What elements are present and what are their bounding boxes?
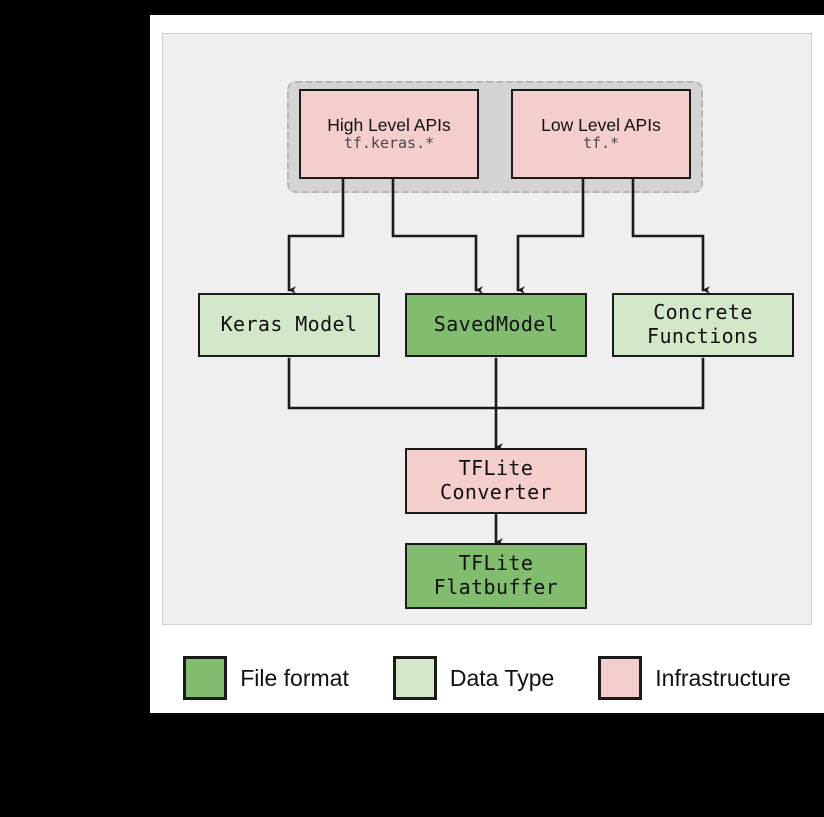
legend-item-file-format: File format [183, 656, 349, 700]
legend-swatch-file-format [183, 656, 228, 700]
node-label-line2: Flatbuffer [433, 575, 559, 599]
node-tflite-converter[interactable]: TFLite Converter [405, 448, 587, 514]
node-subtitle: tf.keras.* [343, 134, 435, 153]
legend: File format Data Type Infrastructure [150, 643, 824, 713]
node-high-level-apis[interactable]: High Level APIs tf.keras.* [299, 89, 479, 179]
node-label-line2: Converter [440, 480, 552, 504]
node-subtitle: tf.* [582, 134, 620, 153]
legend-label-data-type: Data Type [449, 664, 555, 691]
legend-swatch-data-type [392, 656, 437, 700]
legend-label-file-format: File format [240, 664, 349, 691]
node-label-line2: Functions [647, 324, 759, 348]
diagram-card: High Level APIs tf.keras.* Low Level API… [150, 15, 824, 713]
node-saved-model[interactable]: SavedModel [405, 293, 587, 357]
legend-swatch-infrastructure [598, 656, 643, 700]
legend-label-infrastructure: Infrastructure [655, 664, 791, 691]
node-title: Low Level APIs [541, 114, 661, 135]
node-concrete-functions[interactable]: Concrete Functions [612, 293, 794, 357]
node-keras-model[interactable]: Keras Model [198, 293, 380, 357]
diagram-panel: High Level APIs tf.keras.* Low Level API… [162, 33, 812, 625]
legend-item-infrastructure: Infrastructure [598, 656, 791, 700]
node-title: High Level APIs [327, 114, 451, 135]
node-label-line1: Concrete [653, 300, 753, 325]
node-low-level-apis[interactable]: Low Level APIs tf.* [511, 89, 691, 179]
node-label: Keras Model [220, 312, 358, 337]
node-label-line1: TFLite [458, 456, 534, 481]
node-label: SavedModel [433, 312, 559, 337]
node-tflite-flatbuffer[interactable]: TFLite Flatbuffer [405, 543, 587, 609]
legend-item-data-type: Data Type [392, 656, 555, 700]
node-label-line1: TFLite [458, 551, 534, 576]
